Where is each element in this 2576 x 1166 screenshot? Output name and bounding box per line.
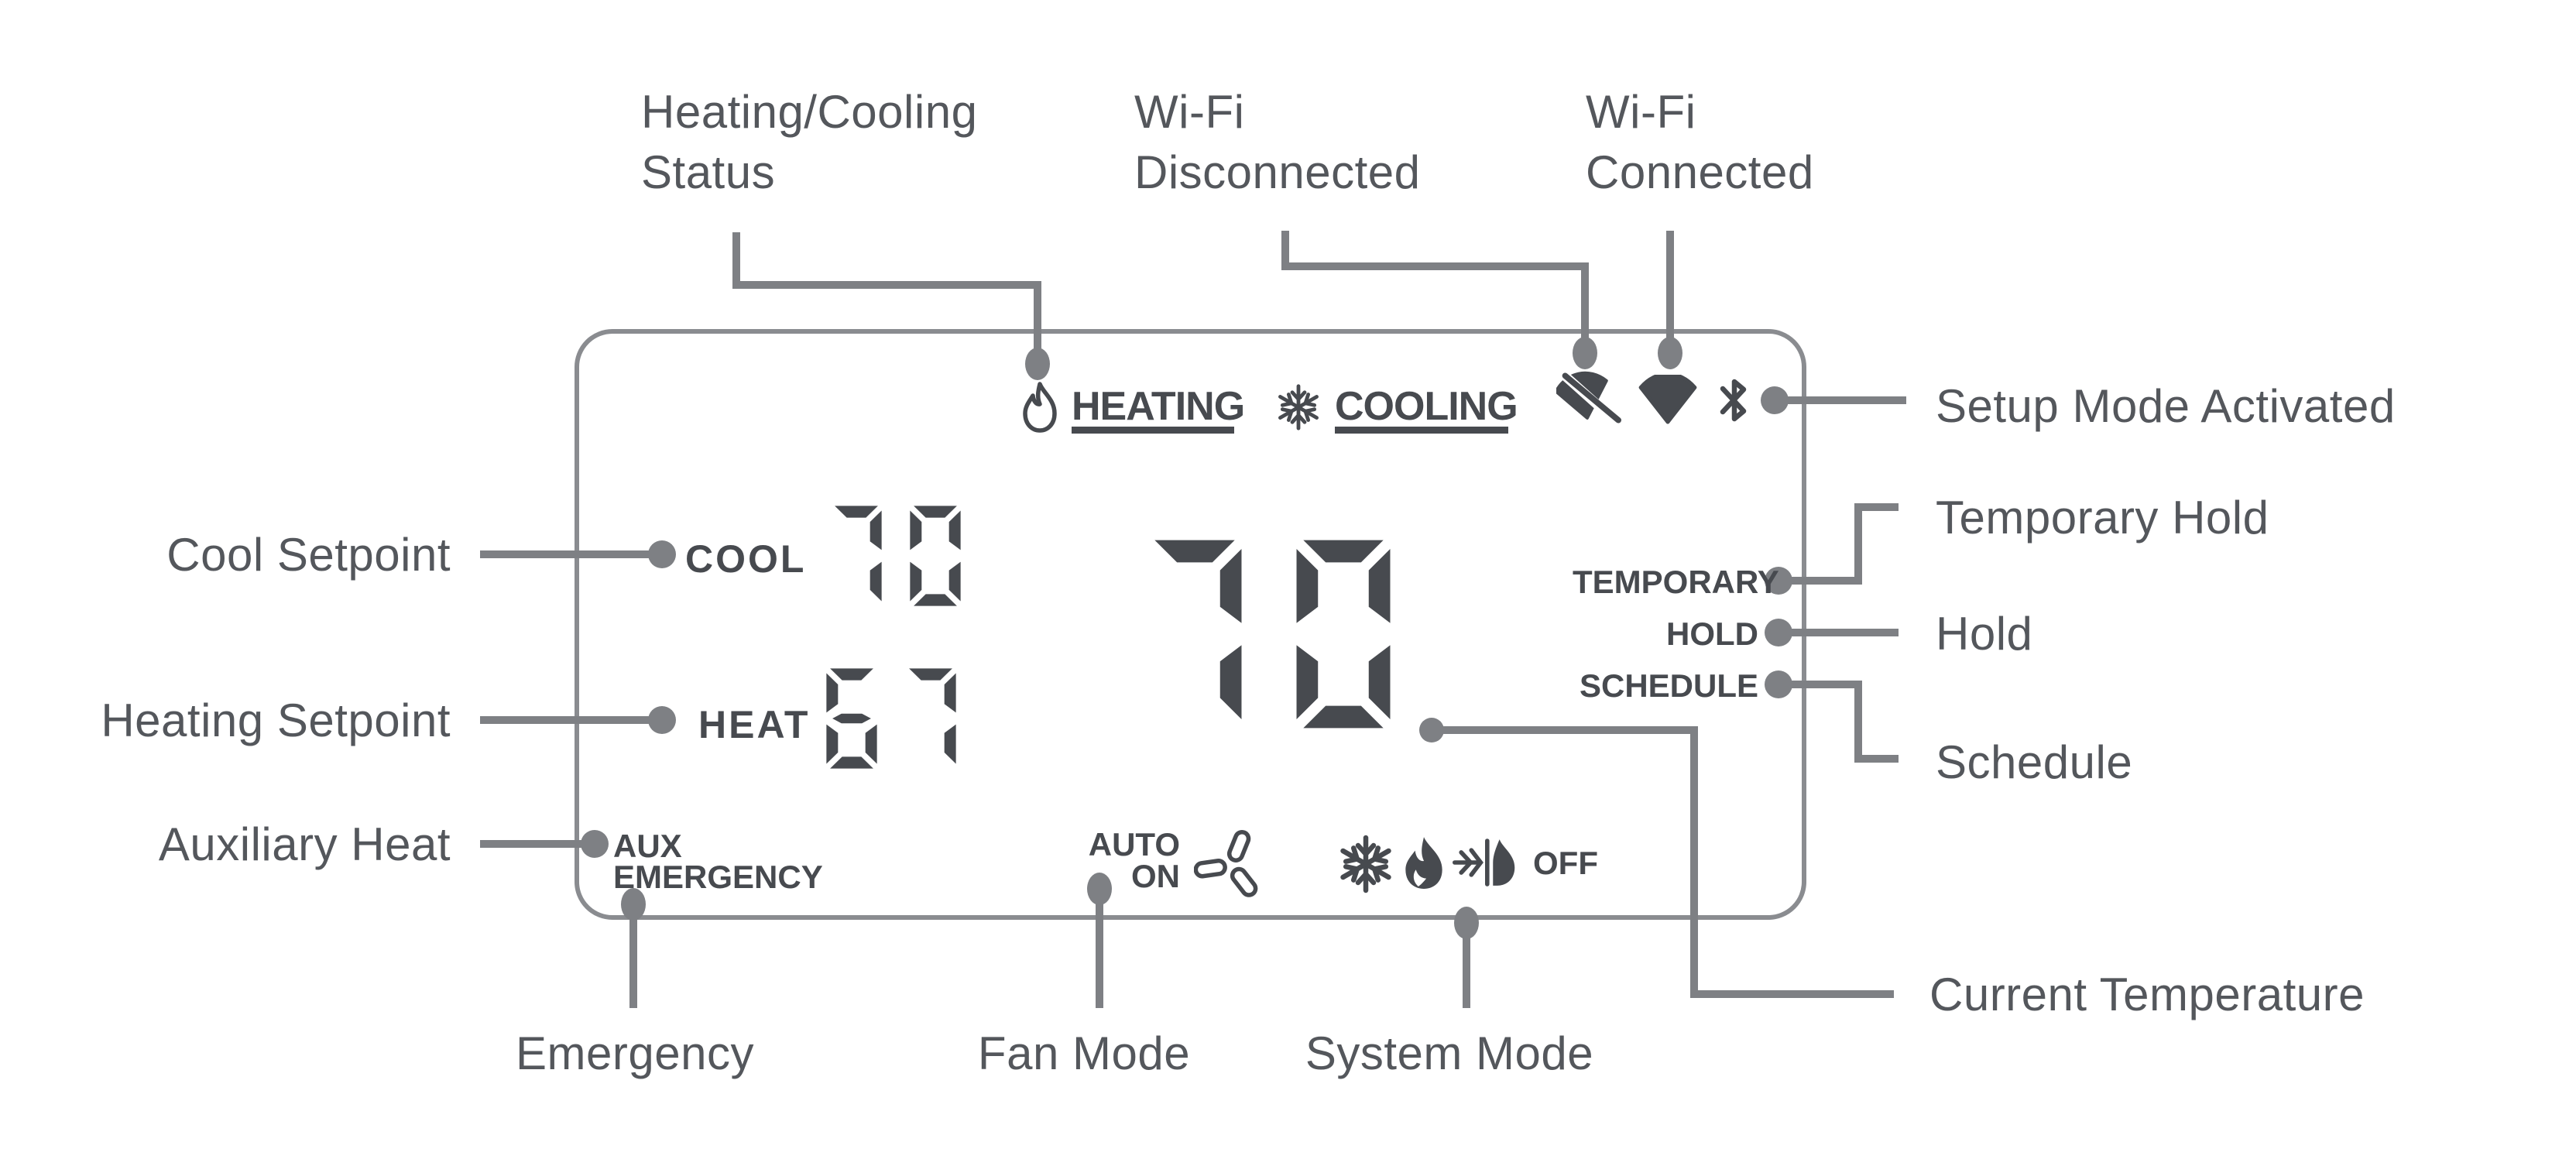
seven-segment-digit <box>909 505 962 607</box>
wifi-disconnected-dot <box>1573 337 1597 369</box>
label-heating-cooling-status-line1: Heating/Cooling <box>641 86 978 138</box>
emergency-indicator: EMERGENCY <box>613 859 823 895</box>
wifi-connected-icon <box>1638 375 1697 424</box>
cool-setpoint-value <box>830 505 962 607</box>
schedule-indicator: SCHEDULE <box>1579 667 1758 704</box>
label-auxiliary-heat: Auxiliary Heat <box>158 818 451 870</box>
snowflake-system-icon <box>1340 835 1391 893</box>
seven-segment-digit <box>1147 538 1243 727</box>
heating-setpoint-dot <box>648 706 676 734</box>
seven-segment-digit <box>1295 538 1392 730</box>
label-schedule: Schedule <box>1936 736 2133 788</box>
label-temporary-hold: Temporary Hold <box>1936 492 2269 544</box>
bluetooth-icon <box>1720 379 1747 422</box>
wifi-connected-dot <box>1658 337 1682 369</box>
label-system-mode: System Mode <box>1305 1027 1594 1079</box>
heat-setpoint-value <box>825 667 957 770</box>
schedule-connector <box>1789 681 1899 763</box>
current-temperature-value <box>1146 538 1392 730</box>
current-temperature-connector <box>1439 726 1894 998</box>
label-cool-setpoint: Cool Setpoint <box>166 529 451 581</box>
fan-mode-dot <box>1087 873 1112 905</box>
label-heating-cooling-status-line2: Status <box>641 146 776 198</box>
label-hold: Hold <box>1936 608 2033 660</box>
wifi-disconnected-connector <box>1281 231 1589 341</box>
label-wifi-disconnected: Wi-Fi Disconnected <box>1134 82 1421 203</box>
label-current-temperature: Current Temperature <box>1929 969 2365 1020</box>
cool-setpoint-dot <box>648 540 676 568</box>
label-heating-cooling-status: Heating/Cooling Status <box>641 82 977 203</box>
current-temperature-dot <box>1419 718 1444 742</box>
heating-cooling-status-connector <box>732 232 1041 353</box>
temporary-hold-dot <box>1765 567 1792 595</box>
label-wifi-connected-line1: Wi-Fi <box>1586 86 1696 138</box>
on-indicator: ON <box>1131 858 1180 894</box>
seven-segment-digit <box>904 667 957 768</box>
heating-underline <box>1072 427 1234 434</box>
label-emergency: Emergency <box>516 1027 754 1079</box>
seven-segment-digit <box>830 505 883 605</box>
thermostat-outline <box>575 329 1806 920</box>
system-mode-dot <box>1454 907 1479 939</box>
aux-indicator: AUX <box>613 828 682 864</box>
label-fan-mode: Fan Mode <box>977 1027 1191 1079</box>
label-wifi-connected-line2: Connected <box>1586 146 1814 198</box>
auxiliary-heat-dot <box>581 830 609 858</box>
flame-system-icon <box>1405 837 1442 889</box>
label-wifi-disconnected-line2: Disconnected <box>1134 146 1421 198</box>
label-setup-mode: Setup Mode Activated <box>1936 380 2396 432</box>
heating-indicator: HEATING <box>1072 384 1245 429</box>
cooling-underline <box>1335 427 1508 434</box>
aux-emergency-heat-icon <box>1453 838 1515 887</box>
label-wifi-disconnected-line1: Wi-Fi <box>1134 86 1245 138</box>
hold-dot <box>1765 619 1792 646</box>
temporary-hold-connector <box>1789 503 1899 585</box>
hold-indicator: HOLD <box>1666 616 1758 652</box>
temporary-indicator: TEMPORARY <box>1573 564 1779 600</box>
heating-cooling-status-dot <box>1025 348 1050 380</box>
fan-icon <box>1194 829 1258 897</box>
off-indicator: OFF <box>1533 845 1598 881</box>
auto-indicator: AUTO <box>1088 826 1180 862</box>
emergency-dot <box>621 888 646 921</box>
cool-indicator: COOL <box>685 537 807 581</box>
setup-mode-dot <box>1761 386 1789 414</box>
seven-segment-digit <box>825 667 878 770</box>
snowflake-icon <box>1278 384 1319 430</box>
cooling-indicator: COOLING <box>1335 384 1518 429</box>
schedule-dot <box>1765 670 1792 698</box>
flame-icon <box>1023 382 1057 433</box>
label-heating-setpoint: Heating Setpoint <box>101 694 451 746</box>
heat-indicator: HEAT <box>698 703 811 746</box>
wifi-disconnected-icon <box>1556 370 1621 425</box>
label-wifi-connected: Wi-Fi Connected <box>1586 82 1814 203</box>
